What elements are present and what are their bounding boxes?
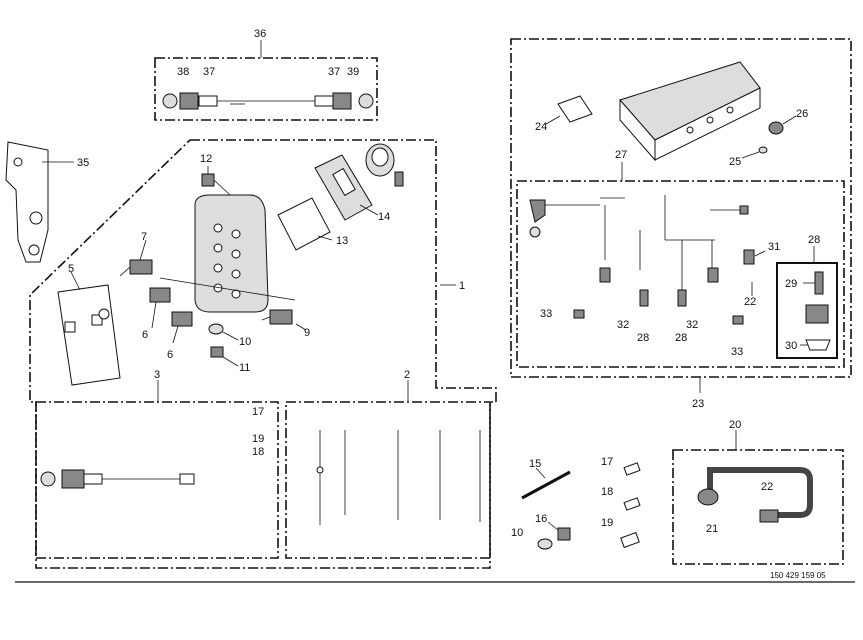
terminal-18: [623, 497, 641, 511]
callout-12: 12: [200, 153, 212, 165]
gland-16: [557, 527, 571, 541]
callout-10a: 10: [239, 336, 251, 348]
callout-19b: 19: [601, 517, 613, 529]
callout-14: 14: [378, 211, 390, 223]
callout-23: 23: [692, 398, 704, 410]
document-number: 150 429 159 05: [770, 571, 826, 580]
plate-24: [557, 95, 593, 123]
callout-17b: 17: [601, 456, 613, 468]
callout-18a: 18: [252, 446, 264, 458]
callout-25: 25: [729, 156, 741, 168]
harness-36: [162, 92, 374, 110]
group-frame-1: [29, 139, 497, 569]
callout-15: 15: [529, 458, 541, 470]
callout-30: 30: [785, 340, 797, 352]
decal-5: [57, 284, 121, 386]
toggle-switch-6a: [149, 287, 171, 303]
callout-33b: 33: [731, 346, 743, 358]
callout-17a: 17: [252, 406, 264, 418]
callout-16: 16: [535, 513, 547, 525]
callout-31: 31: [768, 241, 780, 253]
callout-29: 29: [785, 278, 797, 290]
gasket-30: [805, 339, 831, 351]
cable-tie-15: [521, 470, 571, 500]
harness-27: [529, 195, 755, 325]
terminal-19: [620, 531, 640, 549]
callout-28a: 28: [808, 234, 820, 246]
mount-bracket-14: [314, 143, 404, 221]
callout-7: 7: [141, 231, 147, 243]
washer-10b: [537, 538, 553, 550]
group-frame-3: [35, 401, 279, 559]
callout-36: 36: [254, 28, 266, 40]
group-frame-20: [672, 449, 844, 565]
callout-37a: 37: [203, 66, 215, 78]
cable-loop-20: [697, 467, 813, 523]
callout-2: 2: [404, 369, 410, 381]
gasket-13: [277, 197, 331, 251]
callout-22b: 22: [761, 481, 773, 493]
callout-26: 26: [796, 108, 808, 120]
junction-box: [619, 61, 761, 162]
gland-12: [201, 173, 215, 187]
callout-32b: 32: [686, 319, 698, 331]
callout-18b: 18: [601, 486, 613, 498]
callout-1: 1: [459, 280, 465, 292]
wires-2: [316, 430, 481, 525]
control-box: [194, 194, 269, 313]
cable-harness-3: [40, 469, 195, 489]
callout-27: 27: [615, 149, 627, 161]
terminal-17: [623, 462, 641, 476]
callout-11: 11: [239, 362, 250, 374]
connector-28: [805, 304, 829, 324]
callout-10b: 10: [511, 527, 523, 539]
callout-35: 35: [77, 157, 89, 169]
callout-28c: 28: [675, 332, 687, 344]
washer-25: [758, 146, 768, 154]
callout-39: 39: [347, 66, 359, 78]
callout-21: 21: [706, 523, 718, 535]
callout-9: 9: [304, 327, 310, 339]
group-frame-2: [285, 401, 491, 559]
plug-26: [768, 121, 784, 135]
callout-5: 5: [68, 263, 74, 275]
callout-28b: 28: [637, 332, 649, 344]
bracket-35: [5, 141, 49, 263]
callout-19a: 19: [252, 433, 264, 445]
callout-22a: 22: [744, 296, 756, 308]
callout-32a: 32: [617, 319, 629, 331]
callout-labels: 36 38 37 37 39 35 12 14 13 7 5 1 6 6 9 1…: [68, 28, 820, 539]
callout-38: 38: [177, 66, 189, 78]
toggle-switch-6b: [171, 311, 193, 327]
toggle-switch-7: [119, 259, 153, 277]
callout-13: 13: [336, 235, 348, 247]
callout-6a: 6: [142, 329, 148, 341]
washer-10: [208, 323, 224, 335]
nut-11: [210, 346, 224, 358]
group-frame-23: [510, 38, 852, 378]
callout-3: 3: [154, 369, 160, 381]
callout-24: 24: [535, 121, 547, 133]
group-frame-28: [776, 262, 838, 359]
group-frame-36: [154, 57, 378, 121]
group-frame-27: [516, 180, 845, 368]
screw-29: [814, 271, 824, 295]
callout-6b: 6: [167, 349, 173, 361]
callout-20: 20: [729, 419, 741, 431]
callout-37b: 37: [328, 66, 340, 78]
callout-33a: 33: [540, 308, 552, 320]
toggle-switch-9: [261, 309, 293, 325]
